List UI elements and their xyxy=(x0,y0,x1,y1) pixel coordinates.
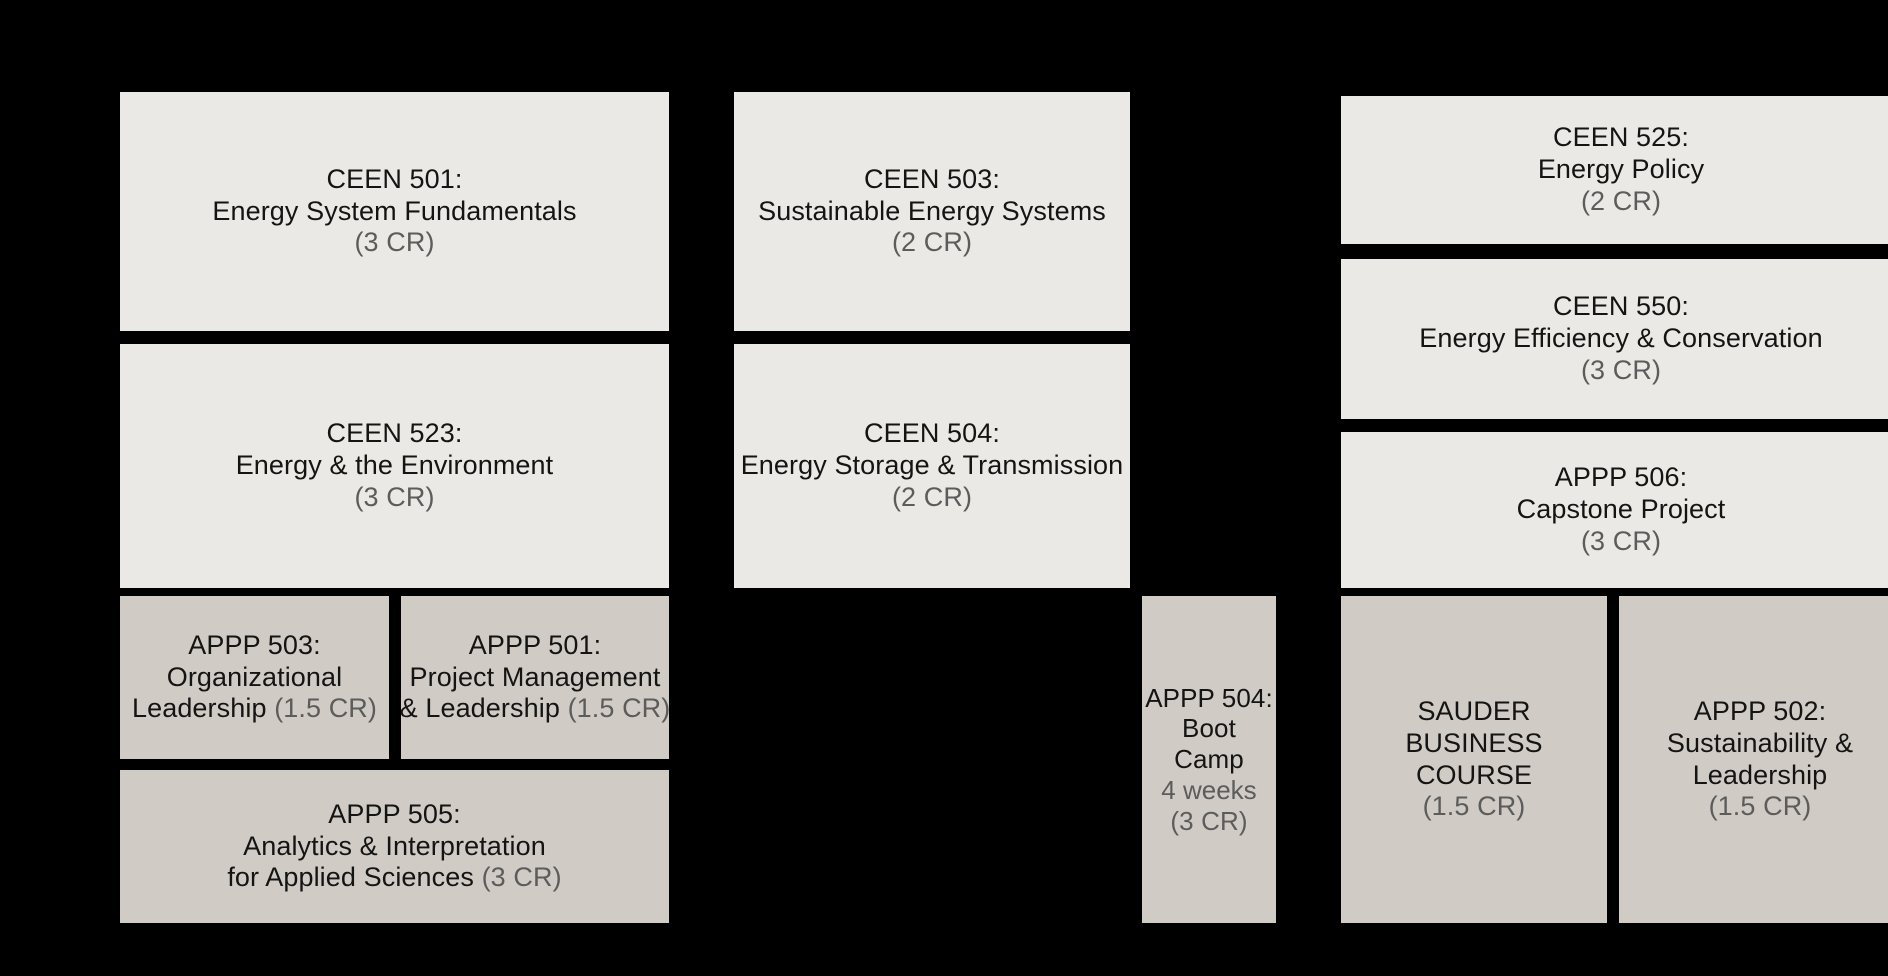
course-box-ceen-504[interactable]: CEEN 504: Energy Storage & Transmission … xyxy=(734,344,1130,588)
course-title: Energy & the Environment xyxy=(235,450,554,481)
course-credits: (2 CR) xyxy=(1580,185,1662,216)
course-title: Sustainable Energy Systems xyxy=(758,195,1106,226)
course-box-ceen-550[interactable]: CEEN 550: Energy Efficiency & Conservati… xyxy=(1341,259,1888,419)
course-credits: (1.5 CR) xyxy=(1422,791,1526,822)
course-code: APPP 502: xyxy=(1693,695,1827,726)
course-box-appp-502[interactable]: APPP 502: Sustainability & Leadership (1… xyxy=(1619,596,1888,923)
course-box-appp-505[interactable]: APPP 505: Analytics & Interpretation for… xyxy=(120,770,669,923)
course-title: Energy Storage & Transmission xyxy=(740,450,1124,481)
course-box-ceen-501[interactable]: CEEN 501: Energy System Fundamentals (3 … xyxy=(120,92,669,331)
course-credits: (1.5 CR) xyxy=(274,693,378,724)
course-code: CEEN 550: xyxy=(1553,291,1689,322)
course-code: APPP 506: xyxy=(1554,462,1688,493)
course-credits: (1.5 CR) xyxy=(567,693,669,724)
course-title-line2: COURSE xyxy=(1415,759,1533,790)
course-title: Energy Efficiency & Conservation xyxy=(1419,323,1823,354)
course-credits: (3 CR) xyxy=(1580,354,1662,385)
course-credits: (3 CR) xyxy=(1580,525,1662,556)
course-title-text: Leadership xyxy=(131,693,267,724)
course-box-ceen-525[interactable]: CEEN 525: Energy Policy (2 CR) xyxy=(1341,96,1888,244)
course-code: CEEN 501: xyxy=(326,163,463,194)
course-box-sauder-business-course[interactable]: SAUDER BUSINESS COURSE (1.5 CR) xyxy=(1341,596,1607,923)
course-title: Analytics & Interpretation xyxy=(243,830,546,861)
course-title: Capstone Project xyxy=(1516,494,1726,525)
course-title-text: & Leadership xyxy=(401,693,560,724)
course-title: BUSINESS xyxy=(1405,727,1543,758)
course-title: Project Management xyxy=(409,661,661,692)
course-code: APPP 501: xyxy=(468,629,602,660)
course-box-ceen-523[interactable]: CEEN 523: Energy & the Environment (3 CR… xyxy=(120,344,669,588)
course-box-appp-503[interactable]: APPP 503: Organizational Leadership (1.5… xyxy=(120,596,389,759)
course-credits: (3 CR) xyxy=(1170,805,1248,836)
course-title: Energy Policy xyxy=(1537,154,1705,185)
course-code: SAUDER xyxy=(1417,695,1531,726)
course-title: Boot xyxy=(1182,713,1236,744)
course-box-appp-506[interactable]: APPP 506: Capstone Project (3 CR) xyxy=(1341,432,1888,588)
course-title-line2: for Applied Sciences (3 CR) xyxy=(227,862,561,894)
course-title-line2: Leadership xyxy=(1692,759,1828,790)
course-title-line2: Leadership (1.5 CR) xyxy=(132,693,377,725)
course-code: APPP 505: xyxy=(328,798,461,829)
course-box-appp-504[interactable]: APPP 504: Boot Camp 4 weeks (3 CR) xyxy=(1142,596,1276,923)
course-credits: (3 CR) xyxy=(481,862,562,893)
course-code: APPP 503: xyxy=(188,629,321,660)
course-duration: 4 weeks xyxy=(1161,774,1257,805)
course-credits: (3 CR) xyxy=(354,227,435,258)
course-box-ceen-503[interactable]: CEEN 503: Sustainable Energy Systems (2 … xyxy=(734,92,1130,331)
course-code: CEEN 525: xyxy=(1553,122,1689,153)
course-title: Sustainability & xyxy=(1666,727,1854,758)
course-title: Energy System Fundamentals xyxy=(212,195,577,226)
course-code: CEEN 504: xyxy=(864,418,1000,449)
course-title-line2: Camp xyxy=(1174,744,1244,775)
course-title-text: for Applied Sciences xyxy=(227,862,474,893)
course-code: APPP 504: xyxy=(1145,682,1273,713)
course-credits: (1.5 CR) xyxy=(1708,791,1812,822)
course-title-line2: & Leadership (1.5 CR) xyxy=(401,693,669,725)
course-credits: (2 CR) xyxy=(891,227,973,258)
course-code: CEEN 503: xyxy=(864,163,1000,194)
course-credits: (3 CR) xyxy=(354,481,435,512)
course-title: Organizational xyxy=(166,661,343,692)
course-credits: (2 CR) xyxy=(891,481,973,512)
course-code: CEEN 523: xyxy=(326,418,463,449)
course-box-appp-501[interactable]: APPP 501: Project Management & Leadershi… xyxy=(401,596,669,759)
